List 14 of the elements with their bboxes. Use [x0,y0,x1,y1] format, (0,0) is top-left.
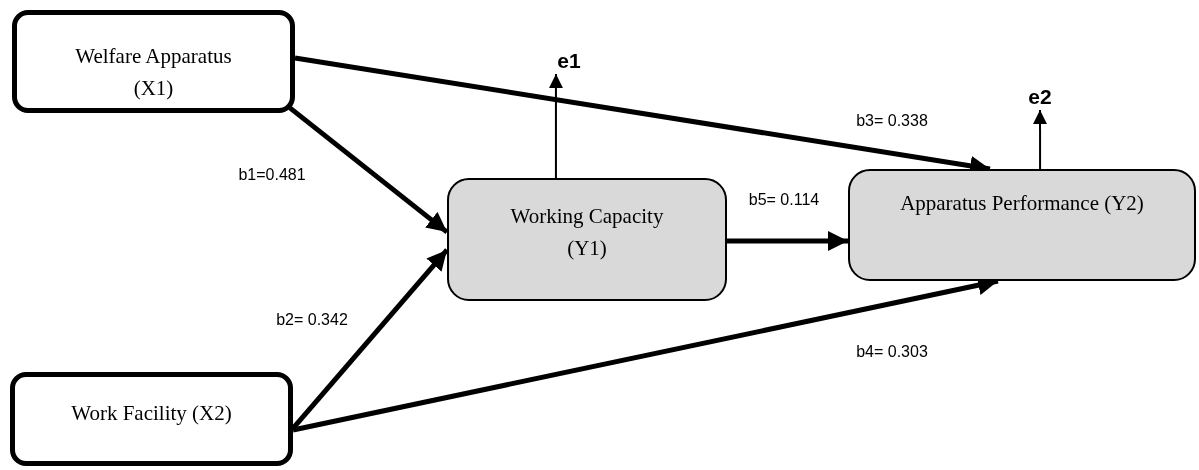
variable-name: Welfare Apparatus (X1) [74,43,233,102]
variable-box [848,169,1196,281]
arrow [548,73,563,179]
variable-name: Working Capacity (Y1) [509,203,665,262]
variable-name: Work Facility (X2) [71,400,232,427]
error-term-label: e1 [548,48,590,74]
arrow [288,105,449,235]
variable-box [447,178,727,301]
arrow [727,231,848,251]
arrow [1033,109,1047,170]
variable-box [12,10,295,113]
variable-name: Apparatus Performance (Y2) [900,190,1144,217]
variable-box [10,372,293,466]
error-term-label: e2 [1022,84,1058,110]
